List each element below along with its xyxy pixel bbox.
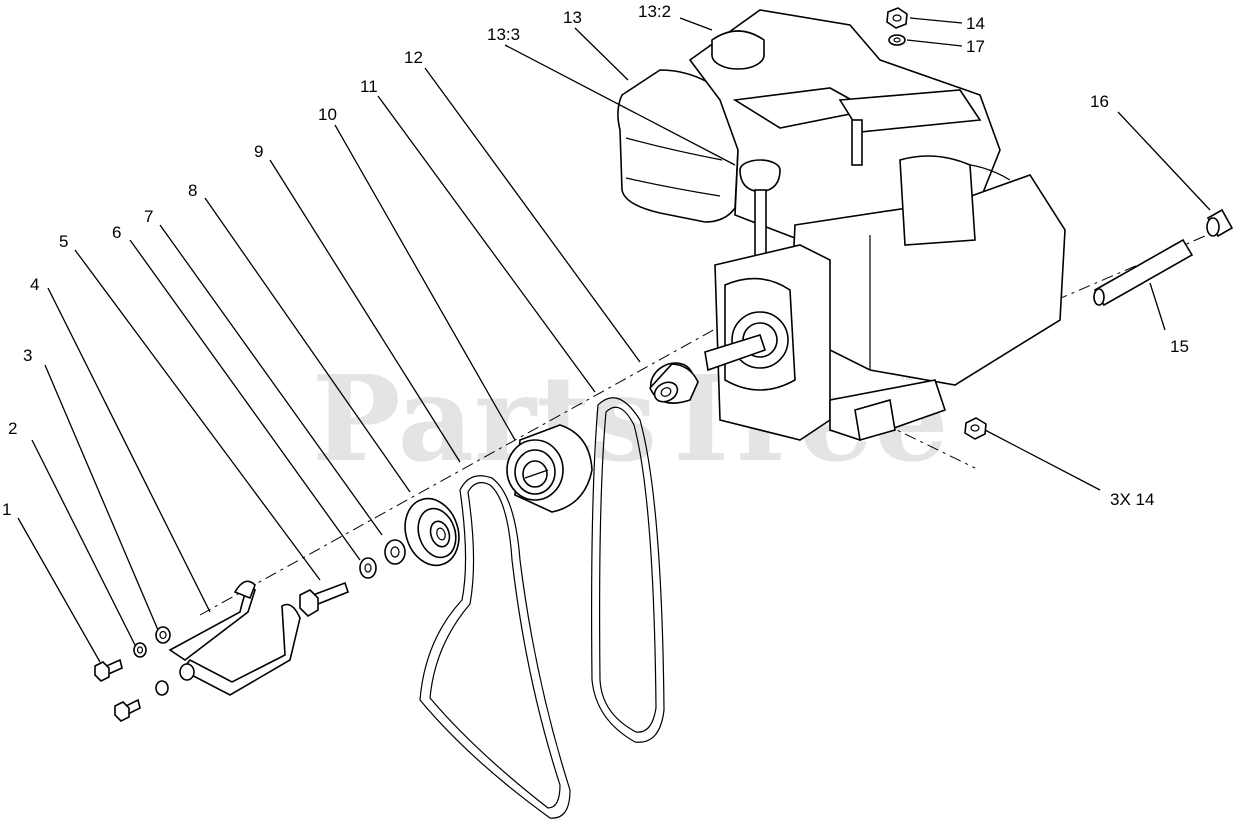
callout-6: 6 (112, 223, 121, 242)
mount-axis-line (859, 411, 976, 469)
lower-washers[interactable] (155, 663, 195, 696)
drive-belt-short[interactable] (591, 397, 665, 743)
callout-8: 8 (188, 181, 197, 200)
callout-10: 10 (318, 105, 337, 124)
callout-13-3: 13:3 (487, 25, 520, 44)
drive-belt-long[interactable] (419, 475, 571, 819)
callout-16: 16 (1090, 92, 1109, 111)
callout-17: 17 (966, 37, 985, 56)
callout-1: 1 (2, 500, 11, 519)
callout-13: 13 (563, 8, 582, 27)
callout-3: 3 (23, 346, 32, 365)
shaft-bushing[interactable] (1206, 208, 1234, 238)
hex-bolt[interactable] (94, 658, 123, 682)
callout-14: 14 (966, 14, 985, 33)
callout-13-2: 13:2 (638, 2, 671, 21)
engine-cover (899, 155, 976, 246)
drive-pulley[interactable] (506, 424, 593, 513)
output-shaft (704, 334, 767, 372)
callout-3x14: 3X 14 (1110, 490, 1154, 509)
hex-bolt-lower[interactable] (114, 698, 141, 722)
spacer-washer[interactable] (359, 557, 377, 579)
top-washer[interactable] (888, 34, 906, 46)
assembly-axis-line (199, 317, 736, 616)
callout-15: 15 (1170, 337, 1189, 356)
mount-nut[interactable] (964, 417, 987, 440)
callout-7: 7 (144, 207, 153, 226)
callout-9: 9 (254, 142, 263, 161)
callout-2: 2 (8, 419, 17, 438)
driven-pulley[interactable] (644, 356, 700, 408)
shoulder-bolt[interactable] (299, 581, 349, 618)
axle-shaft[interactable] (1093, 238, 1194, 307)
lock-washer[interactable] (133, 642, 147, 658)
callout-11: 11 (360, 77, 378, 96)
engine-assembly[interactable] (617, 9, 1066, 442)
fuel-tank (617, 69, 739, 223)
small-washer[interactable] (155, 626, 171, 644)
idler-pulley[interactable] (397, 492, 467, 573)
callout-12: 12 (404, 48, 423, 67)
callout-5: 5 (59, 232, 68, 251)
top-nut[interactable] (886, 7, 908, 29)
callout-4: 4 (30, 275, 39, 294)
idler-bracket[interactable] (168, 580, 301, 696)
flat-washer[interactable] (384, 539, 406, 565)
